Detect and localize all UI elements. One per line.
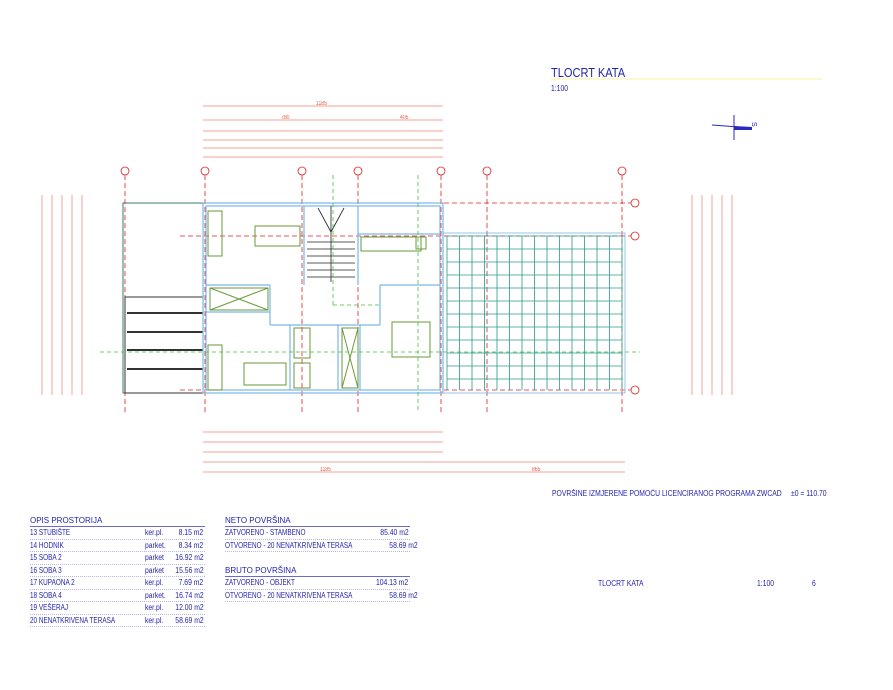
cell-mat: ker.pl.: [145, 528, 164, 537]
dim-top-a: 780: [281, 115, 290, 121]
cell-name: OTVORENO - 20 NENATKRIVENA TERASA: [225, 590, 353, 600]
cell-area: 58.69 m2: [389, 590, 418, 600]
cell-mat: ker.pl.: [145, 615, 164, 625]
drawing-scale: 1:100: [551, 84, 569, 93]
room-schedule-header: OPIS PROSTORIJA: [30, 516, 205, 527]
table-row: 13 STUBIŠTE ker.pl. 8.15 m2: [30, 527, 205, 540]
dim-top-overall: 1185: [316, 101, 327, 107]
cell-area: 8.34 m2: [178, 540, 204, 550]
room-schedule: OPIS PROSTORIJA 13 STUBIŠTE ker.pl. 8.15 m…: [30, 516, 205, 627]
cell-name: OTVORENO - 20 NENATKRIVENA TERASA: [225, 540, 353, 550]
titleblock-scale: 1:100: [757, 579, 775, 588]
cell-area: 7.69 m2: [178, 578, 204, 587]
cell-name: 17 KUPAONA 2: [30, 578, 75, 587]
elevation-note: ±0 = 110.70: [791, 489, 827, 498]
measurement-note: POVRŠINE IZMJERENE POMOĆU LICENCIRANOG P…: [552, 489, 782, 498]
dimension-lines: [203, 105, 625, 473]
cell-name: 16 SOBA 3: [30, 565, 62, 575]
cell-mat: parket: [145, 565, 164, 575]
axis-bubble: [200, 166, 210, 176]
cell-area: 12.00 m2: [174, 603, 204, 612]
terrace-grid: [442, 232, 626, 394]
cell-area: 15.56 m2: [174, 565, 204, 575]
cell-name: 15 SOBA 2: [30, 553, 62, 562]
table-row: 14 HODNIK parket. 8.34 m2: [30, 540, 205, 552]
carport: [122, 202, 204, 394]
neto-area-table: NETO POVRŠINA ZATVORENO - STAMBENO 85.40 …: [225, 516, 418, 552]
cell-name: 19 VEŠERAJ: [30, 603, 69, 612]
cell-name: 13 STUBIŠTE: [30, 528, 71, 537]
axis-bubble: [353, 166, 363, 176]
cell-area: 58.69 m2: [389, 540, 418, 550]
dim-top-b: 405: [400, 115, 409, 121]
bruto-area-table: BRUTO POVRŠINA ZATVORENO - OBJEKT 104.13 …: [225, 566, 418, 602]
table-row: 19 VEŠERAJ ker.pl. 12.00 m2: [30, 602, 205, 615]
walls: [202, 202, 444, 394]
axis-bubble: [630, 385, 640, 395]
cell-mat: parket.: [145, 590, 166, 600]
table-row: ZATVORENO - OBJEKT 104.13 m2: [225, 577, 410, 590]
cell-name: 18 SOBA 4: [30, 590, 62, 600]
dim-bottom-a: 1185: [320, 467, 331, 473]
axis-bubble: [482, 166, 492, 176]
cell-area: 8.15 m2: [178, 528, 204, 537]
section-lines: [100, 175, 640, 410]
drawing-title: TLOCRT KATA: [551, 65, 626, 80]
cell-mat: ker.pl.: [145, 578, 164, 587]
axis-bubble: [436, 166, 446, 176]
cell-area: 85.40 m2: [379, 528, 409, 537]
cell-mat: parket.: [145, 540, 166, 550]
cell-area: 16.92 m2: [174, 553, 204, 562]
furniture: [207, 210, 431, 391]
north-label: S: [750, 122, 757, 127]
dim-bottom-b: 865: [532, 467, 541, 473]
north-arrow-icon: [711, 115, 753, 140]
cell-name: 20 NENATKRIVENA TERASA: [30, 615, 116, 625]
axis-bubble: [297, 166, 307, 176]
cell-mat: parket: [145, 553, 164, 562]
cell-name: ZATVORENO - OBJEKT: [225, 578, 295, 587]
table-row: ZATVORENO - STAMBENO 85.40 m2: [225, 527, 410, 540]
axis-bubble: [630, 231, 640, 241]
neto-header: NETO POVRŠINA: [225, 516, 410, 527]
cell-area: 104.13 m2: [376, 578, 409, 587]
table-row: 15 SOBA 2 parket 16.92 m2: [30, 552, 205, 565]
table-row: OTVORENO - 20 NENATKRIVENA TERASA 58.69 m…: [225, 590, 418, 602]
table-row: 17 KUPAONA 2 ker.pl. 7.69 m2: [30, 577, 205, 590]
table-row: 16 SOBA 3 parket 15.56 m2: [30, 565, 205, 577]
titleblock-sheet: 6: [812, 579, 816, 588]
side-dimension-lines: [41, 195, 733, 395]
titleblock-name: TLOCRT KATA: [598, 579, 644, 588]
table-row: 20 NENATKRIVENA TERASA ker.pl. 58.69 m2: [30, 615, 205, 627]
table-row: 18 SOBA 4 parket. 16.74 m2: [30, 590, 205, 602]
cell-name: ZATVORENO - STAMBENO: [225, 528, 306, 537]
axis-bubble: [617, 166, 627, 176]
cell-name: 14 HODNIK: [30, 540, 64, 550]
cell-mat: ker.pl.: [145, 603, 164, 612]
table-row: OTVORENO - 20 NENATKRIVENA TERASA 58.69 m…: [225, 540, 418, 552]
axis-bubble: [630, 198, 640, 208]
axis-bubble: [120, 166, 130, 176]
cell-area: 58.69 m2: [174, 615, 204, 625]
stairs: [307, 206, 355, 282]
bruto-header: BRUTO POVRŠINA: [225, 566, 410, 577]
cell-area: 16.74 m2: [174, 590, 204, 600]
